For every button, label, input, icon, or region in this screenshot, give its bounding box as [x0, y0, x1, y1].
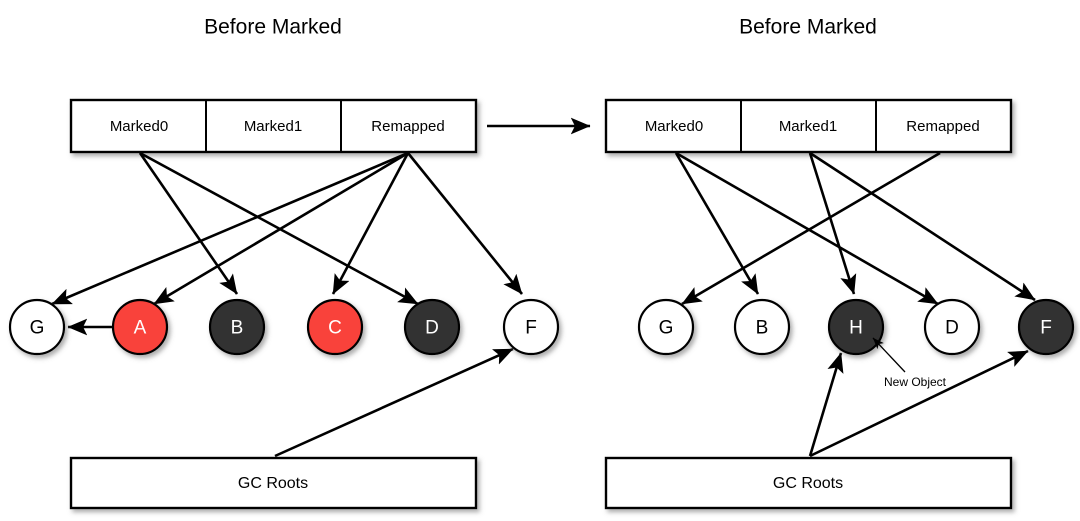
left-gc-roots-label: GC Roots: [238, 475, 308, 492]
new-object-annotation: New Object: [872, 337, 947, 389]
left-cell-marked1[interactable]: Marked1: [244, 118, 302, 135]
right-edges: [674, 151, 1036, 458]
node-B-label: B: [231, 318, 244, 339]
left-cell-remapped[interactable]: Remapped: [371, 118, 444, 135]
panel-right: Before Marked Marked0 Marked1 Remapped: [604, 16, 1075, 510]
edge-remapped-to-C: [331, 152, 410, 295]
node-r-B-label: B: [756, 318, 769, 339]
edge-r-marked1-to-F: [809, 151, 1036, 302]
node-D-label: D: [425, 318, 439, 339]
left-gc-roots[interactable]: GC Roots: [69, 456, 478, 510]
panel-left: Before Marked Marked0 Marked1 Remapped: [8, 16, 560, 510]
node-A[interactable]: A: [111, 298, 169, 356]
right-gc-roots-frame[interactable]: [604, 456, 1013, 510]
node-B[interactable]: B: [208, 298, 266, 356]
edge-marked0-to-B: [138, 152, 239, 295]
node-A-circle[interactable]: [111, 298, 169, 356]
node-r-F-label: F: [1040, 318, 1052, 339]
node-r-D-label: D: [945, 318, 959, 339]
left-gc-roots-frame[interactable]: [69, 456, 478, 510]
right-gc-roots[interactable]: GC Roots: [604, 456, 1013, 510]
node-D[interactable]: D: [403, 298, 461, 356]
node-r-F-circle[interactable]: [1017, 298, 1075, 356]
node-G-circle[interactable]: [8, 298, 66, 356]
node-r-G-label: G: [659, 318, 674, 339]
left-edges: [51, 151, 524, 458]
edge-r-gcroots-to-F: [809, 349, 1029, 458]
right-color-state-box: Marked0 Marked1 Remapped: [604, 98, 1013, 154]
node-G[interactable]: G: [8, 298, 66, 356]
left-color-box-frame: [69, 98, 478, 154]
node-C[interactable]: C: [306, 298, 364, 356]
node-C-label: C: [328, 318, 342, 339]
right-nodes: G B H D F: [637, 298, 1075, 356]
edge-r-marked0-to-D: [675, 151, 939, 306]
new-object-pointer-arrow: [872, 337, 906, 373]
node-r-B-circle[interactable]: [733, 298, 791, 356]
node-r-H-label: H: [849, 318, 863, 339]
edge-r-marked1-to-H: [808, 152, 857, 295]
right-gc-roots-label: GC Roots: [773, 475, 843, 492]
right-cell-marked1[interactable]: Marked1: [779, 118, 837, 135]
left-cell-marked0[interactable]: Marked0: [110, 118, 168, 135]
left-nodes: G A B C D: [8, 298, 560, 356]
node-r-B[interactable]: B: [733, 298, 791, 356]
edge-remapped-to-F: [406, 152, 524, 295]
node-r-D-circle[interactable]: [923, 298, 981, 356]
node-A-label: A: [134, 318, 147, 339]
panel-left-title: Before Marked: [204, 16, 342, 39]
node-r-H[interactable]: H: [827, 298, 885, 356]
edge-r-remapped-to-G: [681, 151, 941, 306]
node-F[interactable]: F: [502, 298, 560, 356]
left-color-state-box: Marked0 Marked1 Remapped: [69, 98, 478, 154]
node-D-circle[interactable]: [403, 298, 461, 356]
panel-right-title: Before Marked: [739, 16, 877, 39]
node-r-G-circle[interactable]: [637, 298, 695, 356]
node-r-F[interactable]: F: [1017, 298, 1075, 356]
node-C-circle[interactable]: [306, 298, 364, 356]
new-object-label: New Object: [884, 375, 947, 389]
node-G-label: G: [30, 318, 45, 339]
edge-remapped-to-A: [153, 151, 409, 306]
right-cell-marked0[interactable]: Marked0: [645, 118, 703, 135]
right-color-box-frame: [604, 98, 1013, 154]
edge-remapped-to-G: [51, 151, 409, 306]
node-r-H-circle[interactable]: [827, 298, 885, 356]
right-cell-remapped[interactable]: Remapped: [906, 118, 979, 135]
edge-gcroots-to-F: [274, 347, 514, 458]
node-F-circle[interactable]: [502, 298, 560, 356]
node-B-circle[interactable]: [208, 298, 266, 356]
node-r-G[interactable]: G: [637, 298, 695, 356]
node-r-D[interactable]: D: [923, 298, 981, 356]
edge-r-marked0-to-B: [674, 152, 760, 295]
node-F-label: F: [525, 318, 537, 339]
edge-r-gcroots-to-H: [808, 352, 844, 457]
